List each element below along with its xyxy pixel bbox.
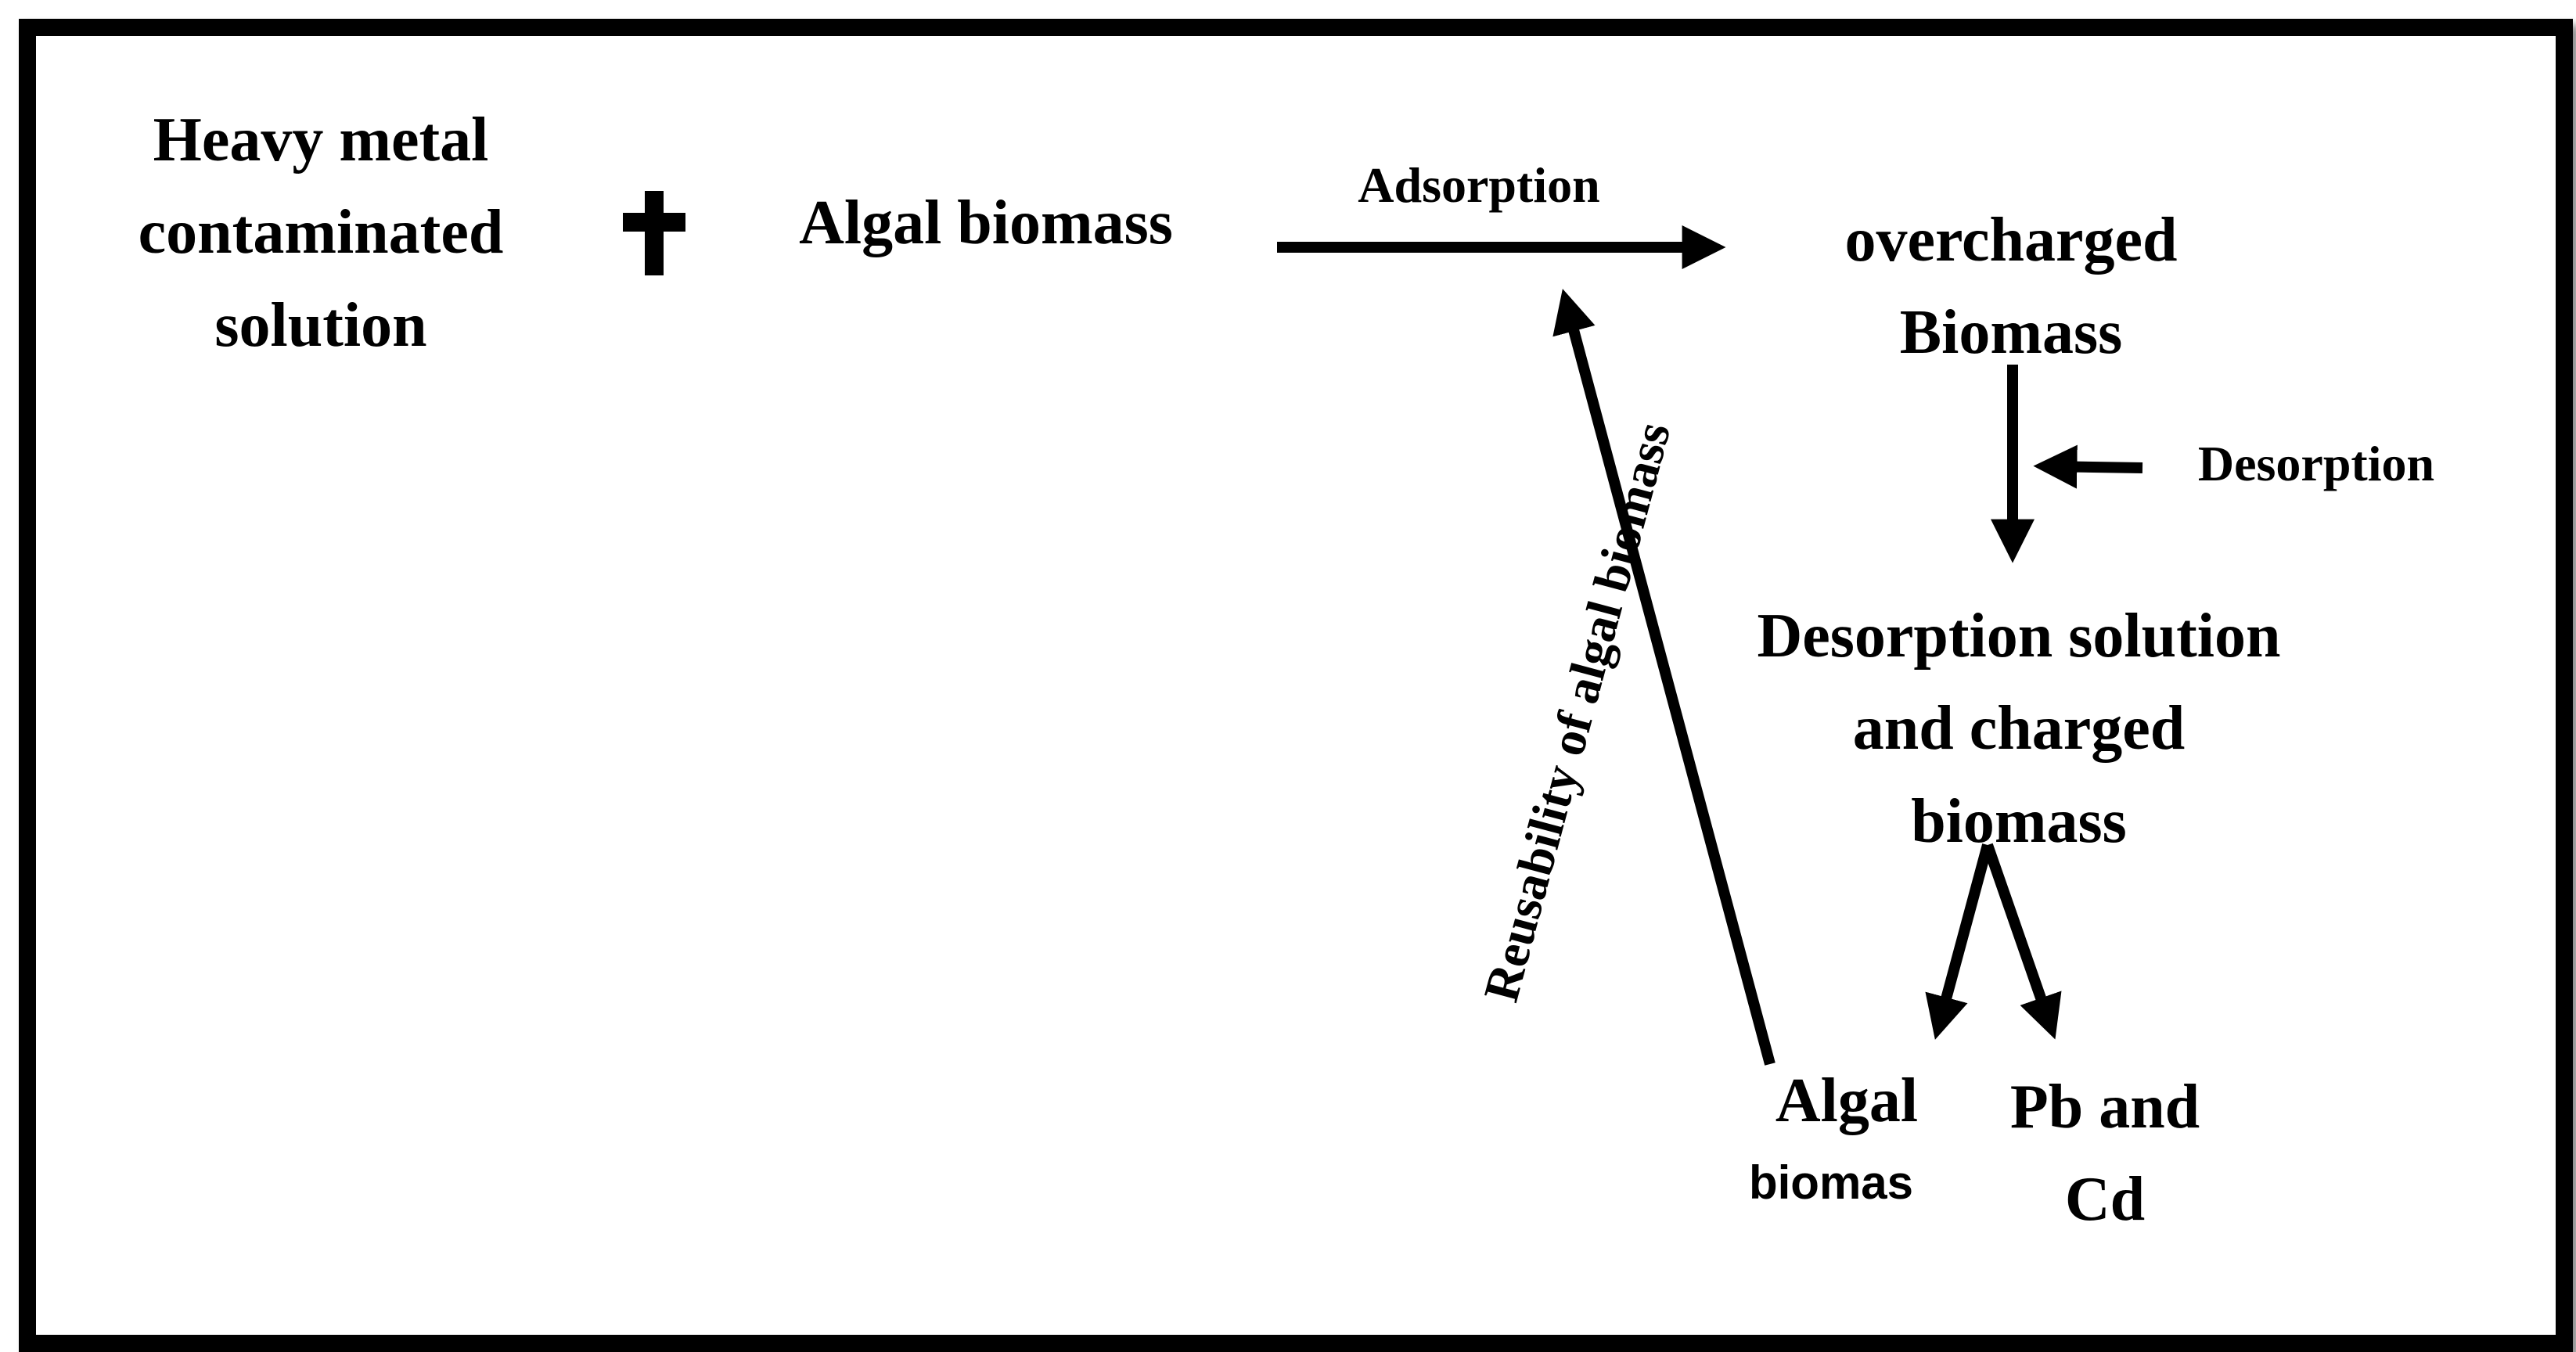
node-desorption-solution: Desorption solution and charged biomass (1757, 602, 2281, 856)
split-arrow-left (1925, 843, 1993, 1040)
edge-label-desorption: Desorption (2197, 436, 2435, 491)
node-algal-biomas: Algal (1775, 1066, 1919, 1135)
reusability-arrow (1552, 289, 1775, 1066)
plus-icon (623, 191, 685, 275)
node-algal-biomass: Algal biomass (799, 189, 1173, 257)
node-overcharged-biomass: overcharged Biomass (1844, 206, 2178, 368)
diagram-frame (19, 19, 2573, 1352)
node-pb-and-cd: Pb and Cd (2009, 1073, 2200, 1235)
edge-label-adsorption: Adsorption (1358, 157, 1600, 213)
split-arrow-right (1982, 843, 2062, 1040)
node-algal-biomas-line2: biomas (1748, 1156, 1914, 1209)
node-heavy-metal-solution: Heavy metal contaminated solution (138, 106, 504, 360)
desorption-side-arrow (2033, 444, 2143, 489)
